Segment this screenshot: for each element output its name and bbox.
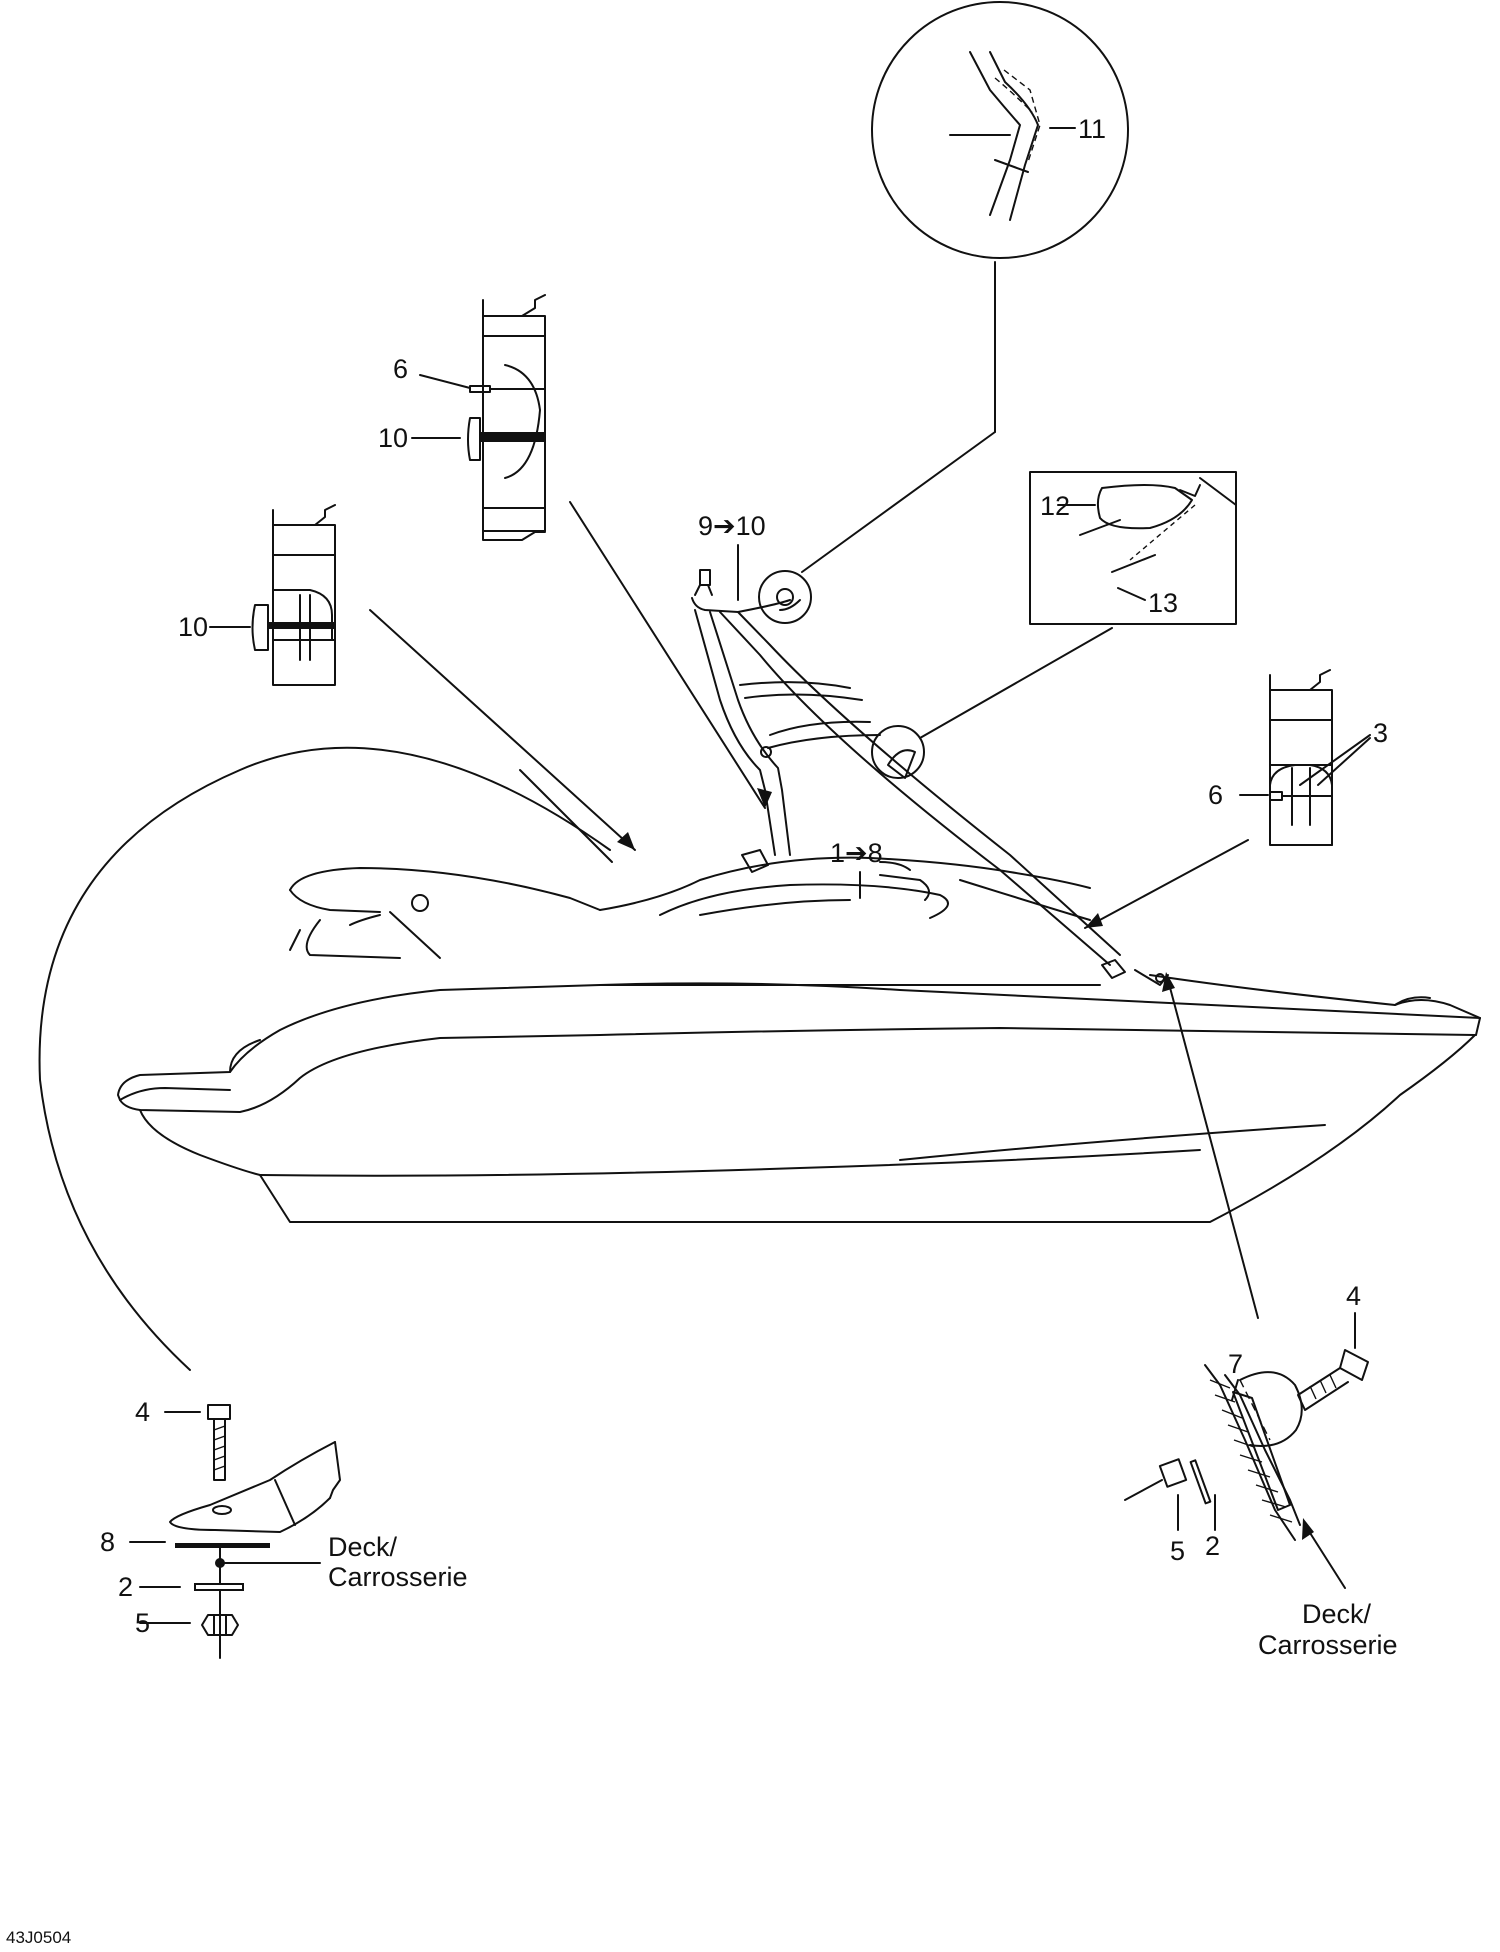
callout-5-right: 5 <box>1170 1536 1185 1566</box>
callout-4-left: 4 <box>135 1397 150 1427</box>
wakeboard-tower: 9➔10 <box>691 511 1169 986</box>
detail-3-6-right: 3 6 <box>1084 669 1388 929</box>
callout-2-right: 2 <box>1205 1531 1220 1561</box>
callout-13: 13 <box>1148 588 1178 618</box>
detail-6-10-top: 6 10 <box>378 294 772 809</box>
callout-6-top: 6 <box>393 354 408 384</box>
detail-deck-right: 4 7 5 2 Deck/ Carrosserie <box>1124 1281 1398 1660</box>
callout-10-top: 10 <box>378 423 408 453</box>
deck-label-right-2: Carrosserie <box>1258 1630 1398 1660</box>
detail-circle-11: 11 <box>758 1 1129 624</box>
callout-1-8: 1➔8 <box>830 838 883 868</box>
mirror-target-circle <box>871 725 925 779</box>
callout-4-right: 4 <box>1346 1281 1361 1311</box>
deck-label-left-2: Carrosserie <box>328 1562 468 1592</box>
callout-7: 7 <box>1228 1349 1243 1379</box>
callout-11: 11 <box>1078 114 1106 144</box>
callout-9-10: 9➔10 <box>698 511 766 541</box>
callout-10-left: 10 <box>178 612 208 642</box>
diagram-id: 43J0504 <box>6 1928 71 1947</box>
callout-8: 8 <box>100 1527 115 1557</box>
callout-2-left: 2 <box>118 1572 133 1602</box>
detail-deck-left: 4 8 Deck/ Carrosserie 2 5 <box>100 1397 468 1659</box>
deck-label-left-1: Deck/ <box>328 1532 398 1562</box>
detail-11-target-circle <box>758 570 812 624</box>
callout-6-right: 6 <box>1208 780 1223 810</box>
callout-12: 12 <box>1040 491 1070 521</box>
callout-5-left: 5 <box>135 1608 150 1638</box>
deck-label-right-1: Deck/ <box>1302 1599 1372 1629</box>
mirror-detail-box: 12 13 <box>871 471 1237 779</box>
detail-10-left: 10 <box>178 504 636 863</box>
boat-hull <box>38 746 1481 1371</box>
callout-3: 3 <box>1373 718 1388 748</box>
